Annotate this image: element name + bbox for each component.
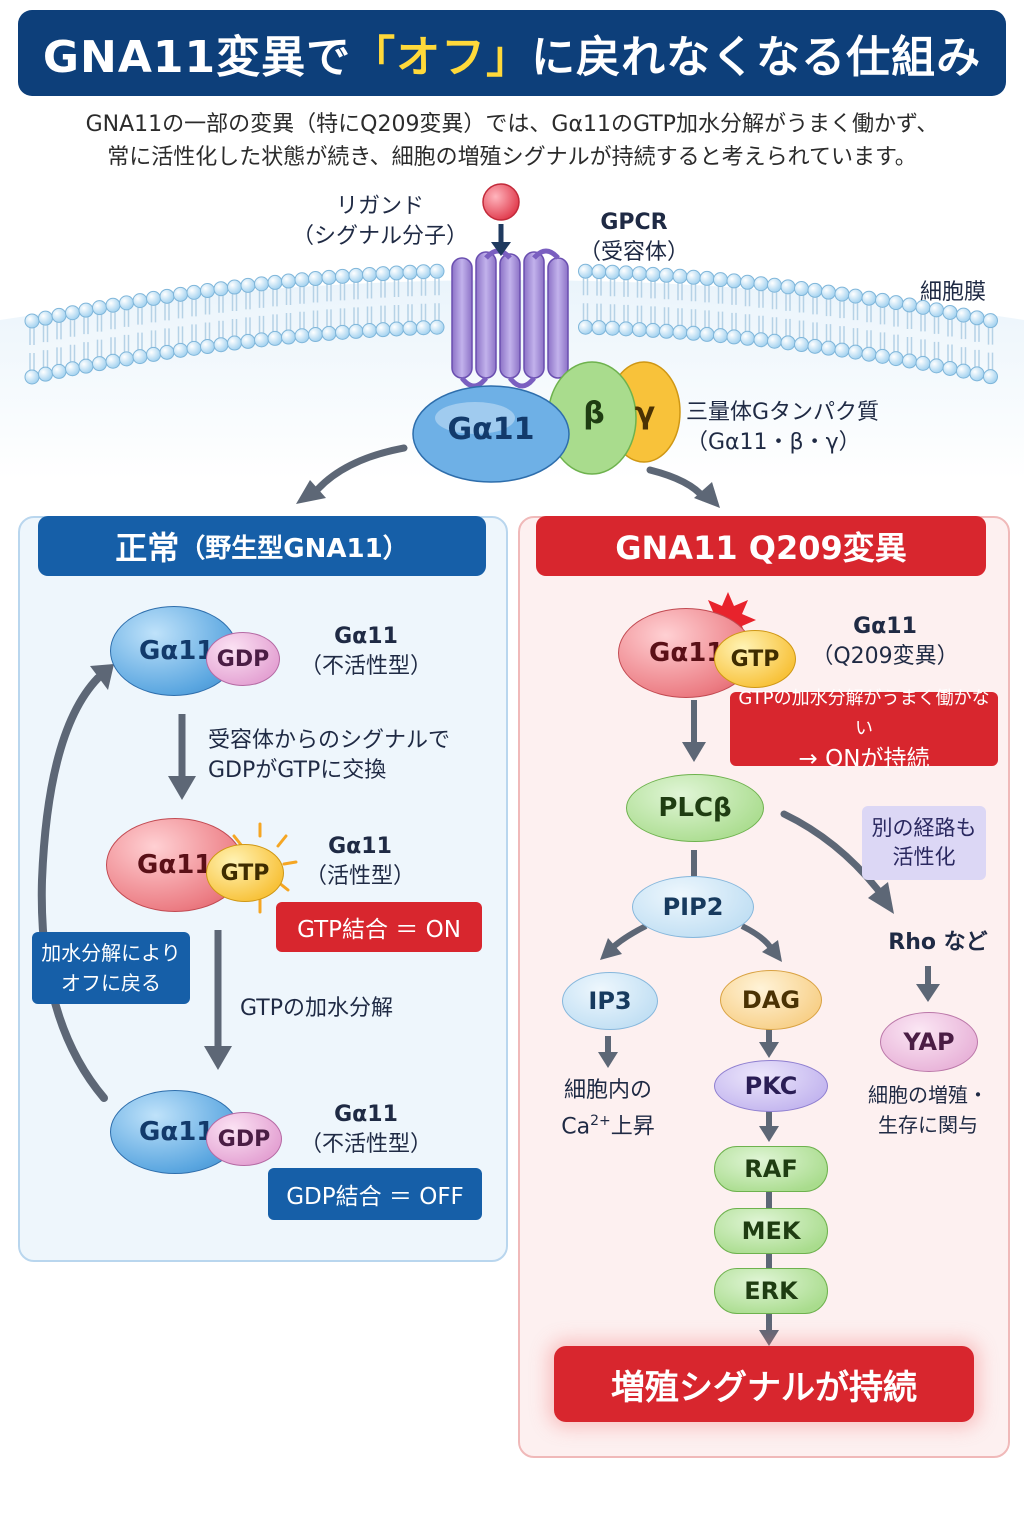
- normal-off-badge: GDP結合 ＝ OFF: [268, 1168, 482, 1220]
- normal-loop-line-2: オフに戻る: [60, 971, 161, 995]
- mutant-state-label-1: Gα11: [853, 614, 917, 639]
- mutant-state-label: Gα11 （Q209変異）: [810, 612, 960, 672]
- ligand-molecule: [482, 183, 520, 221]
- title-post: に戻れなくなる仕組み: [531, 32, 982, 83]
- calcium-label: 細胞内の Ca2+上昇: [548, 1076, 668, 1142]
- intro-text: GNA11の一部の変異（特にQ209変異）では、Gα11のGTP加水分解がうまく…: [40, 108, 984, 174]
- ligand-label-line-2: （シグナル分子）: [291, 224, 468, 249]
- pip2-node: PIP2: [632, 876, 754, 938]
- normal-header-sub: （野生型GNA11）: [179, 533, 409, 564]
- rho-label: Rho など: [888, 930, 988, 955]
- mutant-badge-line-2: → ONが持続: [798, 746, 930, 772]
- page-title: GNA11変異で「オフ」に戻れなくなる仕組み: [18, 10, 1006, 96]
- normal-state1-label: Gα11 （不活性型）: [296, 622, 436, 682]
- yap-label-1: 細胞の増殖・: [868, 1083, 988, 1107]
- normal-cycle-arrows: [37, 664, 232, 1102]
- title-pre: GNA11変異で: [42, 32, 352, 83]
- normal-state3-label: Gα11 （不活性型）: [296, 1100, 436, 1160]
- calcium-charge: 2+: [590, 1113, 611, 1129]
- normal-loop-line-1: 加水分解により: [41, 941, 181, 965]
- gpcr-label: GPCR （受容体）: [574, 208, 694, 268]
- normal-state2-label: Gα11 （活性型）: [300, 832, 420, 892]
- normal-state3-label-2: （不活性型）: [299, 1132, 432, 1157]
- ip3-node: IP3: [562, 972, 658, 1030]
- normal-state3-label-1: Gα11: [334, 1102, 398, 1127]
- intro-line-1: GNA11の一部の変異（特にQ209変異）では、Gα11のGTP加水分解がうまく…: [85, 112, 939, 137]
- normal-step1-line-1: 受容体からのシグナルで: [208, 728, 451, 753]
- alt-note-line-1: 別の経路も: [871, 816, 977, 840]
- intro-line-2: 常に活性化した状態が続き、細胞の増殖シグナルが持続すると考えられています。: [107, 145, 917, 170]
- alt-note-line-2: 活性化: [892, 845, 956, 869]
- mutant-on-badge: GTPの加水分解がうまく働かない → ONが持続: [730, 688, 998, 772]
- normal-state1-label-1: Gα11: [334, 624, 398, 649]
- mutant-state-label-2: （Q209変異）: [811, 644, 959, 669]
- normal-state1-gdp: GDP: [206, 632, 280, 686]
- calcium-symbol: Ca: [561, 1114, 591, 1140]
- mutant-gtp: GTP: [714, 630, 796, 688]
- calcium-label-1: 細胞内の: [563, 1078, 652, 1103]
- alt-pathway-note: 別の経路も 活性化: [862, 806, 986, 880]
- mek-node: MEK: [714, 1208, 828, 1254]
- plcb-node: PLCβ: [626, 774, 764, 842]
- dag-node: DAG: [720, 970, 822, 1030]
- normal-step2-text: GTPの加水分解: [240, 996, 393, 1021]
- mutant-badge-line-1: GTPの加水分解がうまく働かない: [738, 688, 990, 739]
- yap-label-2: 生存に関与: [878, 1113, 978, 1137]
- membrane-illustration: [0, 183, 1024, 508]
- trimer-label: 三量体Gタンパク質 （Gα11・β・γ）: [686, 398, 896, 458]
- calcium-label-2: Ca2+上昇: [548, 1106, 668, 1142]
- trimer-label-line-2: （Gα11・β・γ）: [686, 430, 861, 455]
- normal-header-title: 正常: [115, 529, 180, 567]
- gpcr-helices: [451, 248, 569, 389]
- gpcr-label-line-2: （受容体）: [578, 240, 689, 265]
- normal-state3-gdp: GDP: [206, 1112, 282, 1166]
- trimer-gamma-label: γ: [634, 396, 656, 431]
- normal-step1-line-2: GDPがGTPに交換: [208, 758, 387, 783]
- gpcr-label-line-1: GPCR: [600, 210, 668, 235]
- normal-state2-label-1: Gα11: [328, 834, 392, 859]
- trimer-alpha-label: Gα11: [447, 412, 535, 447]
- mutant-panel-header: GNA11 Q209変異: [536, 516, 986, 576]
- normal-state1-label-2: （不活性型）: [299, 654, 432, 679]
- raf-node: RAF: [714, 1146, 828, 1192]
- trimer-beta-label: β: [583, 396, 605, 431]
- yap-node: YAP: [880, 1012, 978, 1072]
- final-result-box: 増殖シグナルが持続: [554, 1346, 974, 1422]
- ligand-label: リガンド （シグナル分子）: [280, 192, 480, 252]
- normal-step1-text: 受容体からのシグナルで GDPがGTPに交換: [208, 726, 458, 786]
- membrane-label: 細胞膜: [919, 280, 986, 305]
- ligand-label-line-1: リガンド: [335, 194, 424, 219]
- normal-on-badge: GTP結合 ＝ ON: [276, 902, 482, 952]
- erk-node: ERK: [714, 1268, 828, 1314]
- normal-state2-label-2: （活性型）: [304, 864, 415, 889]
- pkc-node: PKC: [714, 1060, 828, 1112]
- trimer-label-line-1: 三量体Gタンパク質: [686, 400, 880, 425]
- normal-loop-badge: 加水分解により オフに戻る: [32, 932, 190, 1004]
- calcium-rise: 上昇: [610, 1114, 655, 1140]
- yap-label: 細胞の増殖・ 生存に関与: [856, 1080, 1000, 1140]
- g-alpha-subunit: [412, 385, 570, 483]
- normal-state2-gtp: GTP: [206, 844, 284, 902]
- title-highlight: 「オフ」: [351, 32, 532, 83]
- normal-panel-header: 正常（野生型GNA11）: [38, 516, 486, 576]
